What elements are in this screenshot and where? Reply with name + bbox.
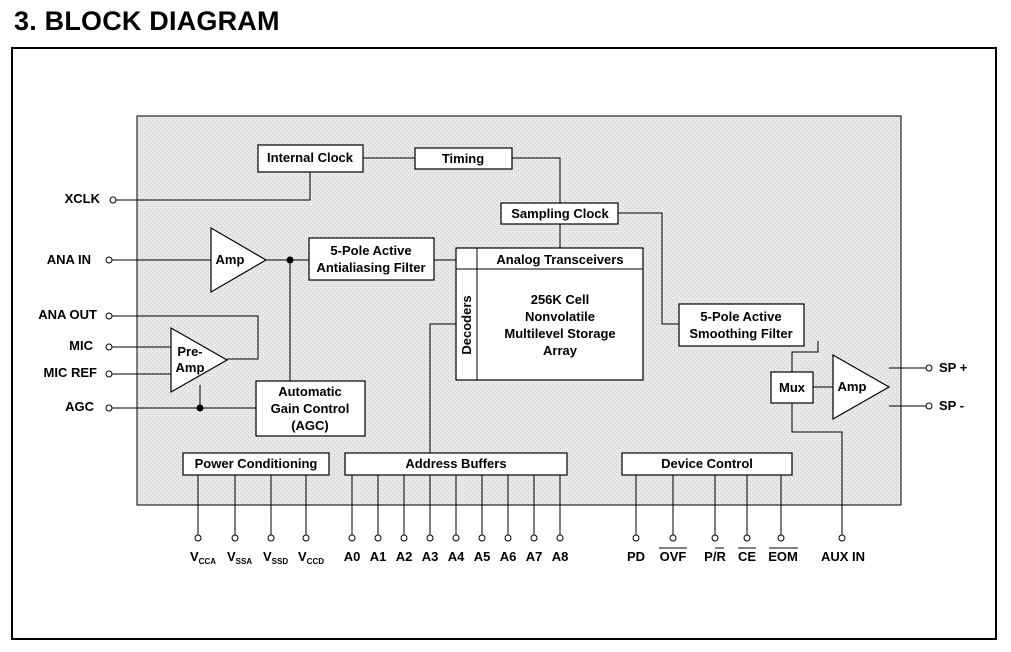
pin-label-a2: A2 xyxy=(396,549,413,564)
svg-text:Amp: Amp xyxy=(176,360,205,375)
storage-array-block: Analog Transceivers Decoders 256K Cell N… xyxy=(455,247,644,381)
svg-text:Nonvolatile: Nonvolatile xyxy=(525,309,595,324)
svg-text:Mux: Mux xyxy=(779,380,806,395)
svg-text:5-Pole Active: 5-Pole Active xyxy=(700,309,781,324)
pin-label-ce: CE xyxy=(738,549,756,564)
outer-frame xyxy=(11,47,997,640)
signal-wires xyxy=(112,157,926,535)
pin-label-mic: MIC xyxy=(69,338,93,353)
svg-text:Antialiasing Filter: Antialiasing Filter xyxy=(316,260,425,275)
svg-text:Device Control: Device Control xyxy=(661,456,753,471)
analog-transceivers-label: Analog Transceivers xyxy=(496,252,623,267)
pin-label-sp-plus: SP + xyxy=(939,360,968,375)
pin-label-eom: EOM xyxy=(768,549,798,564)
svg-text:Sampling Clock: Sampling Clock xyxy=(511,206,609,221)
device-control-block: Device Control xyxy=(621,452,793,476)
pin-label-vssd: VSSD xyxy=(263,549,288,566)
svg-text:(AGC): (AGC) xyxy=(291,418,329,433)
svg-text:Timing: Timing xyxy=(442,151,484,166)
pin-label-a5: A5 xyxy=(474,549,491,564)
pin-label-vssa: VSSA xyxy=(227,549,252,566)
pin-label-a8: A8 xyxy=(552,549,569,564)
decoders-label: Decoders xyxy=(459,295,474,354)
svg-text:Multilevel Storage: Multilevel Storage xyxy=(504,326,615,341)
svg-text:5-Pole Active: 5-Pole Active xyxy=(330,243,411,258)
svg-text:Pre-: Pre- xyxy=(177,344,202,359)
mux-block: Mux xyxy=(770,371,814,404)
junction-dot xyxy=(286,256,294,264)
svg-text:Gain Control: Gain Control xyxy=(271,401,350,416)
internal-clock-block: Internal Clock xyxy=(257,144,364,173)
svg-text:Amp: Amp xyxy=(838,379,867,394)
pin-label-ana-out: ANA OUT xyxy=(38,307,97,322)
preamp-triangle: Pre- Amp xyxy=(170,326,229,394)
antialiasing-filter-block: 5-Pole Active Antialiasing Filter xyxy=(308,237,435,281)
svg-text:Internal Clock: Internal Clock xyxy=(267,150,354,165)
input-amp-triangle: Amp xyxy=(210,226,268,294)
pin-label-sp-minus: SP - xyxy=(939,398,964,413)
pin-label-ovf: OVF xyxy=(660,549,687,564)
svg-text:Amp: Amp xyxy=(216,252,245,267)
pin-label-pd: PD xyxy=(627,549,645,564)
pin-label-a3: A3 xyxy=(422,549,439,564)
pin-label-vcca: VCCA xyxy=(190,549,216,566)
pin-label-xclk: XCLK xyxy=(65,191,101,206)
pin-label-a0: A0 xyxy=(344,549,361,564)
pin-label-a7: A7 xyxy=(526,549,543,564)
pin-label-vccd: VCCD xyxy=(298,549,324,566)
smoothing-filter-block: 5-Pole Active Smoothing Filter xyxy=(678,303,805,347)
pin-label-aux-in: AUX IN xyxy=(821,549,865,564)
pin-label-ana-in: ANA IN xyxy=(47,252,91,267)
svg-text:Automatic: Automatic xyxy=(278,384,342,399)
svg-text:Smoothing Filter: Smoothing Filter xyxy=(689,326,792,341)
svg-text:256K Cell: 256K Cell xyxy=(531,292,590,307)
pin-terminals xyxy=(105,196,933,542)
pin-label-pr: P/R xyxy=(704,549,726,564)
svg-text:Power Conditioning: Power Conditioning xyxy=(195,456,318,471)
sampling-clock-block: Sampling Clock xyxy=(500,202,619,225)
output-amp-triangle: Amp xyxy=(832,353,891,421)
pin-label-a6: A6 xyxy=(500,549,517,564)
timing-block: Timing xyxy=(414,147,513,170)
junction-dot xyxy=(196,404,204,412)
address-buffers-block: Address Buffers xyxy=(344,452,568,476)
agc-block: Automatic Gain Control (AGC) xyxy=(255,380,366,437)
pin-label-agc: AGC xyxy=(65,399,95,414)
svg-text:Array: Array xyxy=(543,343,578,358)
pin-label-a1: A1 xyxy=(370,549,387,564)
pin-label-a4: A4 xyxy=(448,549,465,564)
power-conditioning-block: Power Conditioning xyxy=(182,452,330,476)
section-heading: 3. BLOCK DIAGRAM xyxy=(14,6,280,36)
pin-label-mic-ref: MIC REF xyxy=(44,365,98,380)
svg-text:Address Buffers: Address Buffers xyxy=(405,456,506,471)
